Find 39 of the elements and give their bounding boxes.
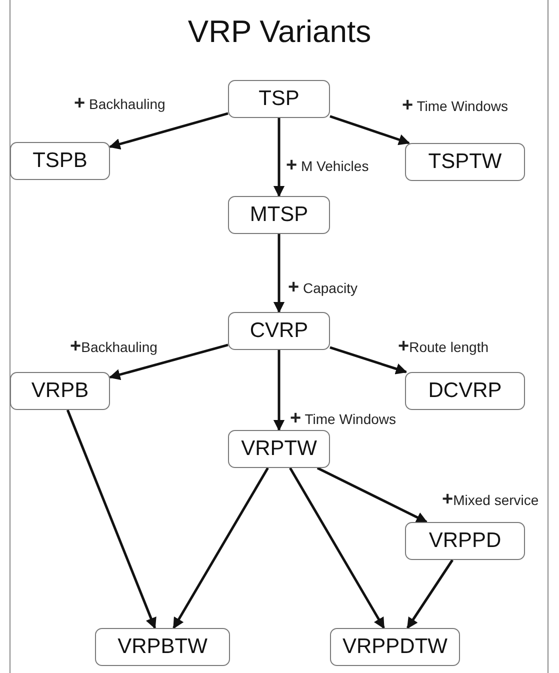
node-label: VRPPD [428,529,502,553]
node-label: TSPB [32,149,88,173]
node-label: VRPPDTW [342,635,448,659]
process-box [330,628,460,666]
process-box [228,80,330,118]
process-box [95,628,230,666]
process-box [405,522,525,560]
node-label: CVRP [250,319,308,343]
process-box [228,312,330,350]
arrow [330,115,410,146]
node-label: TSPTW [428,150,502,174]
process-box [405,143,525,181]
arrow [289,467,385,629]
arrow [108,344,228,380]
arrow [108,112,228,150]
node-label: MTSP [250,203,308,227]
process-box [228,196,330,234]
process-box [10,142,110,180]
node-label: VRPBTW [118,635,208,659]
edge-label: +Backhauling [68,338,160,356]
node-label: DCVRP [428,379,502,403]
node-label: VRPB [31,379,89,403]
edge-label: + Capacity [286,279,360,297]
arrow [273,234,285,314]
process-box [405,372,525,410]
arrow [273,118,285,198]
edge-label: +Route length [396,338,491,356]
arrow [330,346,408,374]
arrow [273,350,285,432]
arrow [172,467,269,629]
edge-label: + Backhauling [72,95,168,113]
arrow [66,410,156,630]
process-box [228,430,330,468]
node-label: TSP [258,87,300,111]
process-box [10,372,110,410]
diagram-title: VRP Variants [186,14,372,50]
node-label: VRPTW [241,437,317,461]
arrow [406,559,454,629]
arrow [316,466,428,524]
